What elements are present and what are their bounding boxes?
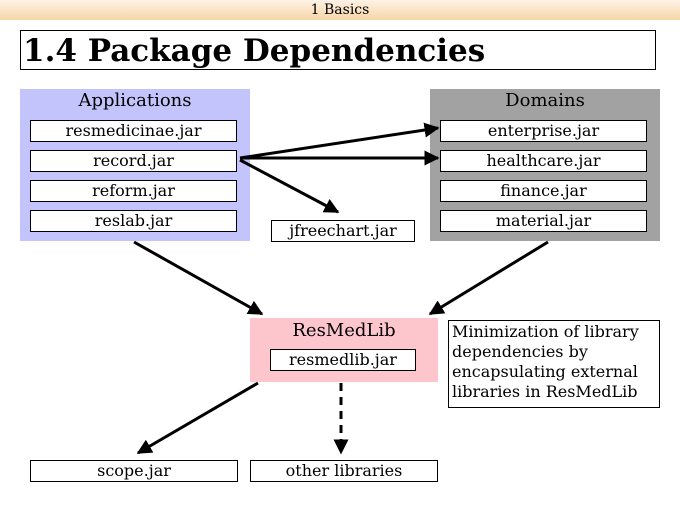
arrow-apps-resmedlib (133, 240, 264, 316)
arrow-resmedlib-scope (136, 381, 259, 455)
jar-jfreechart: jfreechart.jar (271, 220, 415, 242)
jar-scope: scope.jar (30, 460, 238, 482)
arrow-record-jfreechart (239, 158, 340, 214)
note-line: dependencies by (452, 342, 588, 361)
section-header: 1 Basics (0, 0, 680, 20)
other-libraries: other libraries (250, 460, 438, 482)
jar-reslab: reslab.jar (30, 210, 237, 232)
note-line: libraries in ResMedLib (452, 382, 638, 401)
jar-healthcare: healthcare.jar (440, 150, 647, 172)
domains-title: Domains (505, 90, 585, 111)
slide-title: 1.4 Package Dependencies (20, 30, 656, 70)
note-line: encapsulating external (452, 362, 638, 381)
jar-reform: reform.jar (30, 180, 237, 202)
jar-material: material.jar (440, 210, 647, 232)
resmedlib-title: ResMedLib (292, 320, 396, 341)
jar-finance: finance.jar (440, 180, 647, 202)
jar-resmedicinae: resmedicinae.jar (30, 120, 237, 142)
jar-resmedlib: resmedlib.jar (270, 349, 416, 371)
jar-enterprise: enterprise.jar (440, 120, 647, 142)
note-line: Minimization of library (452, 322, 639, 341)
arrow-record-enterprise (239, 122, 440, 160)
applications-title: Applications (78, 90, 192, 111)
note-box: Minimization of library dependencies by … (448, 320, 660, 408)
arrow-domains-resmedlib (428, 240, 549, 316)
jar-record: record.jar (30, 150, 237, 172)
